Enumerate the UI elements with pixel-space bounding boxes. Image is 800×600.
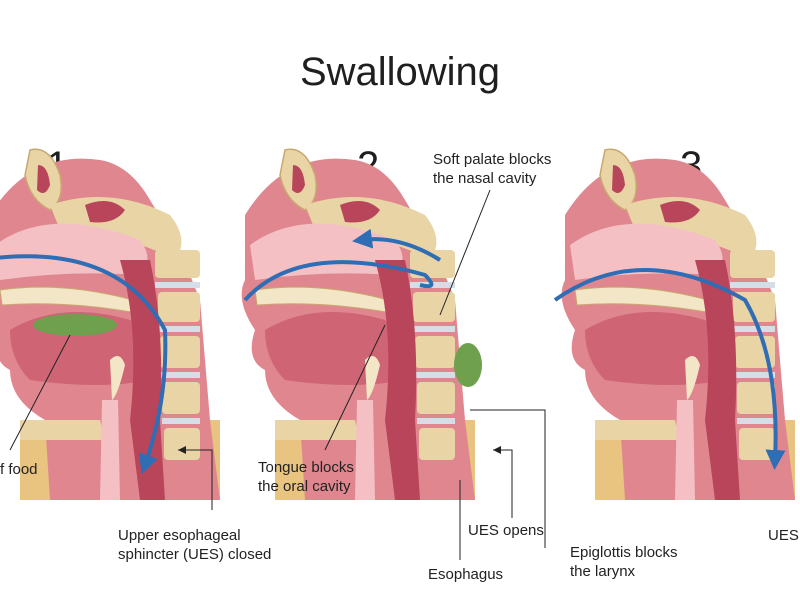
food-bolus-2 bbox=[454, 343, 482, 387]
label-ues-opens: UES opens bbox=[468, 522, 544, 539]
flow-arrow-2 bbox=[352, 228, 442, 262]
label-food: f food bbox=[0, 461, 38, 478]
label-ues-right: UES bbox=[768, 527, 799, 544]
label-epiglottis-2: the larynx bbox=[570, 563, 636, 580]
label-epiglottis-1: Epiglottis blocks bbox=[570, 544, 678, 561]
panel-1-illustration bbox=[0, 148, 221, 510]
flow-arrow-3 bbox=[553, 268, 786, 470]
label-ues-closed-1: Upper esophageal bbox=[118, 527, 241, 544]
panel-3-illustration bbox=[553, 148, 796, 501]
label-ues-closed-2: sphincter (UES) closed bbox=[118, 546, 272, 563]
label-soft-palate-1: Soft palate blocks bbox=[433, 151, 552, 168]
page-title: Swallowing bbox=[299, 50, 501, 94]
label-soft-palate-2: the nasal cavity bbox=[433, 170, 537, 187]
flow-arrow-1 bbox=[0, 254, 168, 475]
label-esophagus: Esophagus bbox=[428, 566, 504, 583]
label-tongue-2: the oral cavity bbox=[258, 478, 351, 495]
label-tongue-1: Tongue blocks bbox=[258, 459, 354, 476]
food-bolus bbox=[33, 314, 117, 336]
panel-2-illustration bbox=[240, 148, 546, 560]
